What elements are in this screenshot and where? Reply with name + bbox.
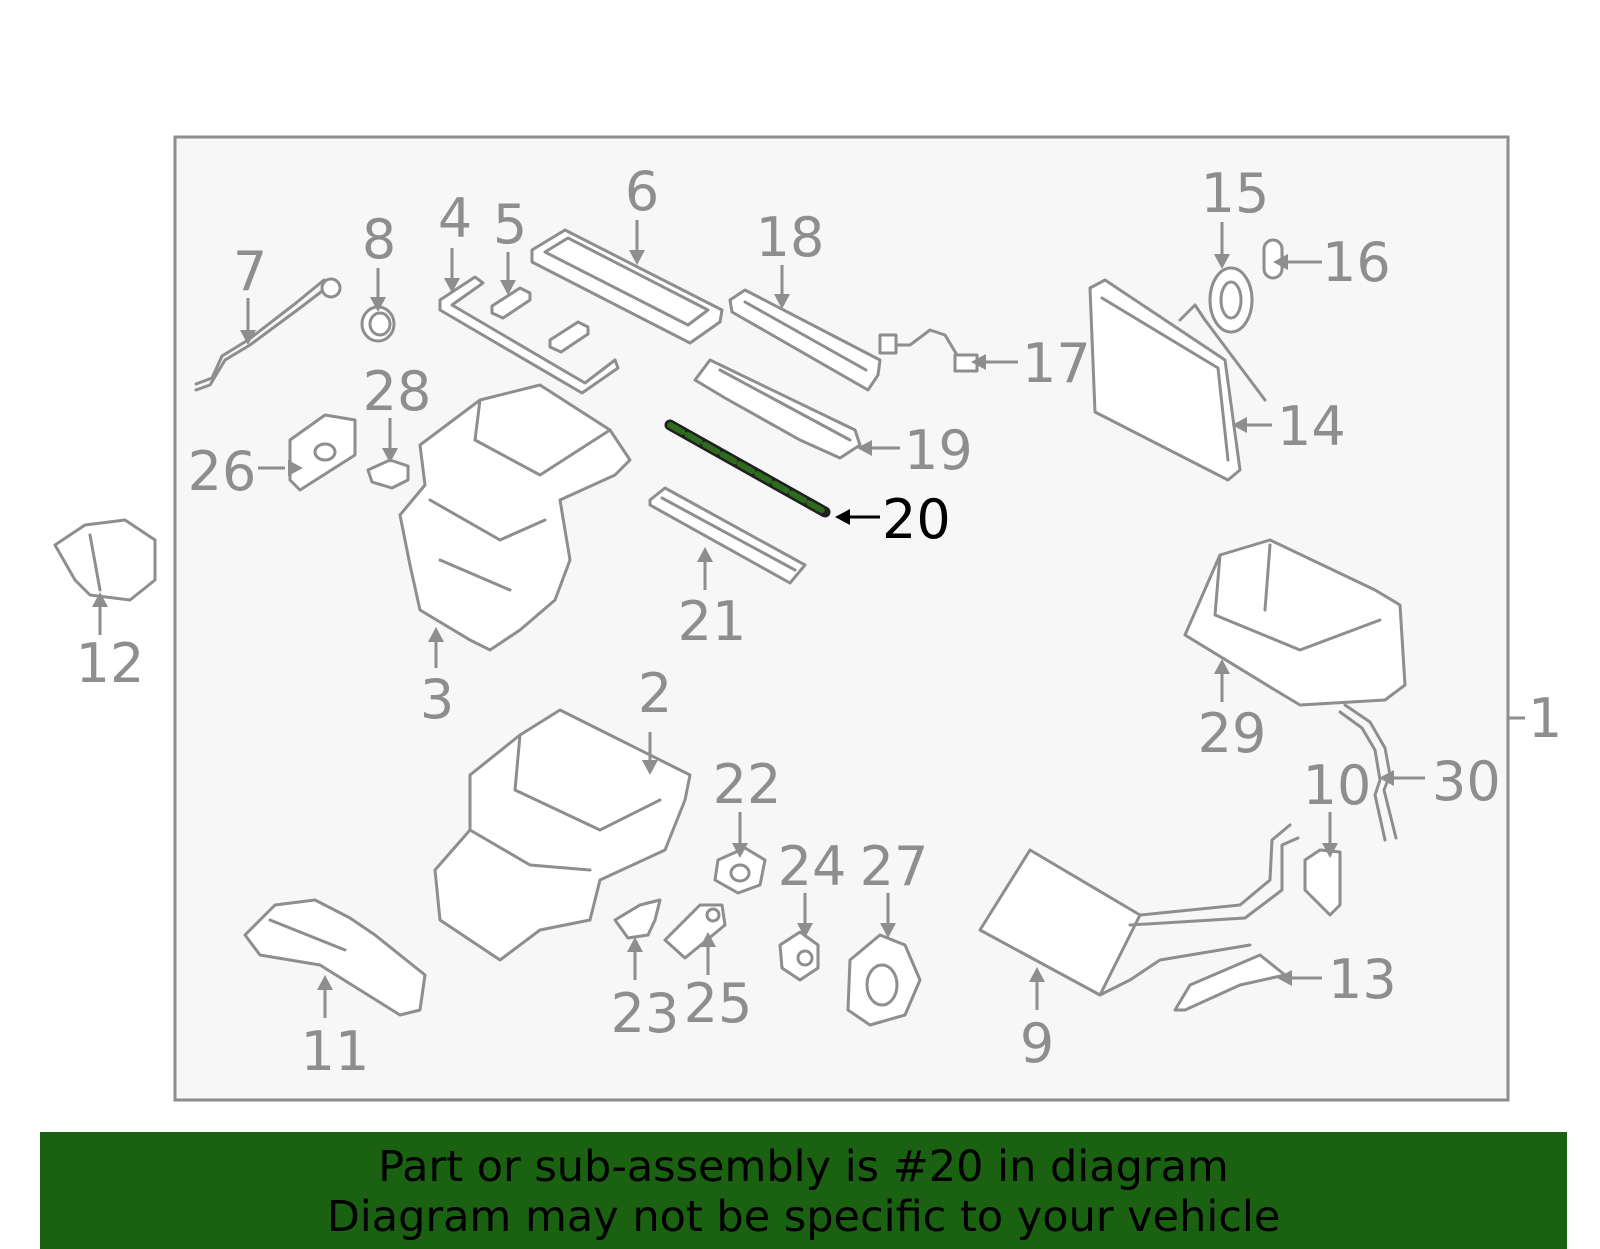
- part-19-door[interactable]: [693, 358, 862, 460]
- part-2-housing[interactable]: [433, 708, 692, 962]
- callout-20-highlighted[interactable]: 20: [882, 488, 951, 551]
- part-12-motor[interactable]: [53, 518, 157, 602]
- callout-24[interactable]: 24: [778, 835, 847, 898]
- callout-17[interactable]: 17: [1022, 332, 1091, 395]
- callout-19[interactable]: 19: [904, 419, 973, 482]
- part-11-duct[interactable]: [243, 898, 427, 1017]
- part-5-foam[interactable]: [490, 286, 590, 354]
- callout-10[interactable]: 10: [1303, 754, 1372, 817]
- part-26-actuator[interactable]: [288, 413, 357, 492]
- part-14-evaporator[interactable]: [1088, 278, 1267, 482]
- callout-30[interactable]: 30: [1432, 750, 1501, 813]
- leaders: [92, 220, 1525, 1018]
- part-20-shaft[interactable]: [664, 419, 831, 518]
- callout-23[interactable]: 23: [611, 982, 680, 1045]
- callout-28[interactable]: 28: [363, 360, 432, 423]
- callout-4[interactable]: 4: [438, 187, 472, 250]
- part-23-lever[interactable]: [613, 898, 662, 940]
- part-25-lever[interactable]: [663, 903, 727, 960]
- callout-29[interactable]: 29: [1198, 702, 1267, 765]
- part-21-door[interactable]: [648, 486, 807, 585]
- callout-26[interactable]: 26: [188, 440, 257, 503]
- callout-12[interactable]: 12: [76, 632, 145, 695]
- callout-5[interactable]: 5: [493, 193, 527, 256]
- part-3-housing[interactable]: [398, 383, 632, 652]
- callout-9[interactable]: 9: [1020, 1012, 1054, 1075]
- callout-3[interactable]: 3: [420, 668, 454, 731]
- part-24-actuator[interactable]: [778, 930, 820, 982]
- info-banner: Part or sub-assembly is #20 in diagram D…: [40, 1132, 1567, 1249]
- callout-15[interactable]: 15: [1201, 162, 1270, 225]
- part-27-blower[interactable]: [846, 933, 922, 1027]
- part-8-grommet[interactable]: [360, 305, 396, 343]
- part-30-hose[interactable]: [1338, 703, 1398, 842]
- part-6-frame[interactable]: [530, 228, 724, 345]
- banner-line-disclaimer: Diagram may not be specific to your vehi…: [326, 1192, 1281, 1242]
- part-4-seal[interactable]: [438, 275, 620, 395]
- callout-13[interactable]: 13: [1328, 948, 1397, 1011]
- callout-8[interactable]: 8: [362, 208, 396, 271]
- callout-22[interactable]: 22: [713, 753, 782, 816]
- part-15-seal[interactable]: [1208, 266, 1254, 334]
- callout-21[interactable]: 21: [678, 590, 747, 653]
- callout-27[interactable]: 27: [860, 835, 929, 898]
- part-29-case[interactable]: [1183, 538, 1407, 707]
- callout-18[interactable]: 18: [756, 206, 825, 269]
- part-9-heatercore[interactable]: [978, 823, 1300, 997]
- callout-2[interactable]: 2: [638, 662, 672, 725]
- part-10-sensor[interactable]: [1303, 848, 1342, 917]
- callout-11[interactable]: 11: [301, 1020, 370, 1083]
- callout-6[interactable]: 6: [625, 160, 659, 223]
- callout-7[interactable]: 7: [233, 240, 267, 303]
- part-7-rod[interactable]: [194, 277, 342, 392]
- callout-16[interactable]: 16: [1322, 231, 1391, 294]
- callout-1[interactable]: 1: [1528, 687, 1562, 750]
- callout-labels: 1 2 3 4 5 6 7 8 9 10 11 12 13 14 15 16 1…: [76, 160, 1563, 1083]
- banner-line-part: Part or sub-assembly is #20 in diagram: [378, 1142, 1229, 1192]
- callout-25[interactable]: 25: [684, 972, 753, 1035]
- callout-14[interactable]: 14: [1277, 395, 1346, 458]
- part-18-door[interactable]: [728, 288, 882, 392]
